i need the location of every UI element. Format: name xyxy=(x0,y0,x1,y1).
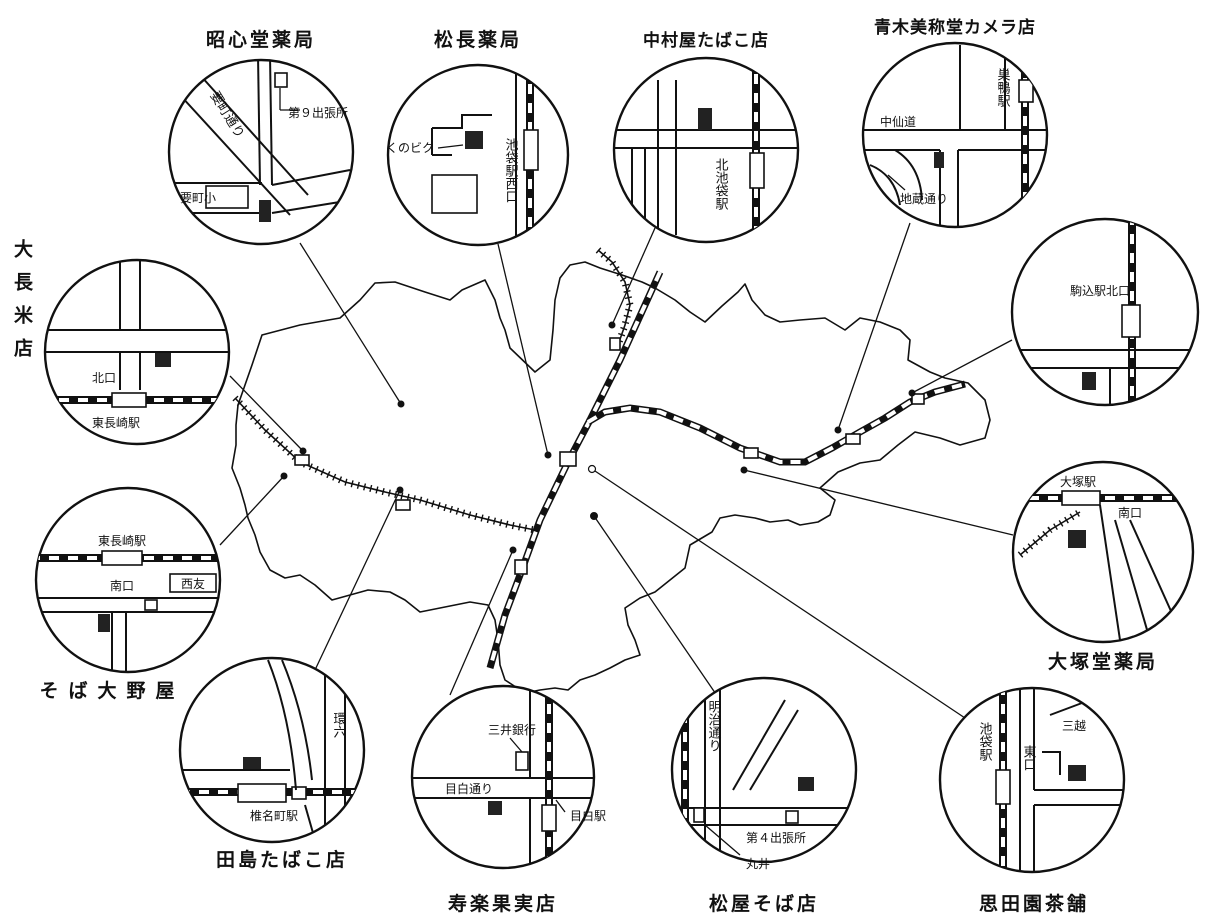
inset-shoshindo: 要町通り 第９出張所 要町小 xyxy=(167,58,355,246)
shop-marker xyxy=(465,131,483,149)
station-label: 目白駅 xyxy=(570,808,606,823)
inset-okubome: 北口 東長崎駅 xyxy=(43,258,231,446)
inset-aoki: 巣鴨駅 中仙道 地蔵通り xyxy=(861,41,1049,229)
exit-label: 南口 xyxy=(1118,505,1142,520)
station-label: 椎名町駅 xyxy=(250,808,298,823)
shop-title-vertical: 大長米店 xyxy=(11,238,33,371)
shop-marker xyxy=(1068,530,1086,548)
rail-private-west xyxy=(234,397,536,531)
shop-title: 大塚堂薬局 xyxy=(1048,650,1158,673)
station-marker xyxy=(559,451,577,467)
shop-title: 松屋そば店 xyxy=(709,892,819,915)
station-marker xyxy=(911,393,925,405)
shop-marker xyxy=(934,152,944,168)
station-label: 池袋駅西口 xyxy=(503,138,519,203)
shop-marker xyxy=(698,108,712,130)
inset-ondaen: 三越 池袋駅 東口 xyxy=(938,686,1126,874)
street-label: 明治通り xyxy=(706,700,722,752)
station-marker xyxy=(743,447,759,459)
station-marker xyxy=(294,454,310,466)
store-label: 丸井 xyxy=(746,857,770,871)
shop-marker xyxy=(155,353,171,367)
station-label: 駒込駅北口 xyxy=(1070,284,1130,298)
inset-komagome: 駒込駅北口 xyxy=(1010,217,1200,407)
office-label: 第４出張所 xyxy=(746,831,806,845)
exit-label: 南口 xyxy=(110,578,134,593)
rail-east-dash xyxy=(586,382,966,464)
bank-label: 三井銀行 xyxy=(488,723,536,737)
road-label: 中仙道 xyxy=(880,114,916,129)
station-marker xyxy=(395,499,411,511)
inset-jurakuka: 三井銀行 目白通り 目白駅 xyxy=(410,684,606,870)
shop-marker xyxy=(1068,765,1086,781)
shop-title: 田島たばこ店 xyxy=(216,848,348,871)
shop-title: 寿楽果実店 xyxy=(448,892,558,915)
svg-text:大長米店: 大長米店 xyxy=(11,238,33,371)
station-marker xyxy=(845,433,861,445)
station-label: 東長崎駅 xyxy=(92,416,140,430)
leader-lines xyxy=(219,222,1014,719)
shop-title: 松長薬局 xyxy=(434,28,522,51)
rail-private-west-ties xyxy=(232,395,536,534)
inset-matsuyasoba: 明治通り 第４出張所 丸井 xyxy=(670,676,858,871)
station-marker xyxy=(514,559,528,575)
shop-marker xyxy=(1082,372,1096,390)
road-label: 環六 xyxy=(331,712,347,738)
station-marker xyxy=(609,337,621,351)
store-label: 三越 xyxy=(1062,719,1086,733)
ward-boundary xyxy=(231,261,991,694)
shop-title: そば大野屋 xyxy=(39,679,184,702)
location-dots xyxy=(280,321,916,554)
inset-otsukado: 大塚駅 南口 xyxy=(1011,460,1195,644)
shop-title: 中村屋たばこ店 xyxy=(643,30,769,51)
railway-network xyxy=(232,247,966,669)
school-label: 要町小 xyxy=(180,191,216,205)
shop-title: 昭心堂薬局 xyxy=(206,28,316,51)
rail-main-base xyxy=(486,270,664,669)
shop-marker xyxy=(243,757,261,769)
shop-marker xyxy=(488,801,502,815)
store-label: 西友 xyxy=(181,577,205,591)
inset-nakamuraya: 北池袋駅 xyxy=(612,56,800,244)
inset-matsunaga: くのビク 池袋駅西口 xyxy=(386,63,570,247)
rail-main-dash xyxy=(488,271,662,669)
exit-label: 東口 xyxy=(1021,744,1037,771)
shop-title: 思田園茶舗 xyxy=(979,892,1089,915)
shop-title: 青木美称堂カメラ店 xyxy=(874,17,1036,38)
exit-label: 北口 xyxy=(92,371,116,385)
station-label: 大塚駅 xyxy=(1060,475,1096,489)
rail-private-north xyxy=(597,249,631,346)
shop-marker xyxy=(98,614,110,632)
rail-east-base xyxy=(586,380,966,466)
station-label: 巣鴨駅 xyxy=(995,68,1011,108)
street-label: 地蔵通り xyxy=(900,192,948,206)
inset-tajima: 環六 椎名町駅 xyxy=(178,656,366,844)
office-label: 第９出張所 xyxy=(288,106,348,120)
station-label: 北池袋駅 xyxy=(713,158,729,211)
station-label: 東長崎駅 xyxy=(98,534,146,548)
rail-private-north-ties xyxy=(595,247,634,347)
station-label: 池袋駅 xyxy=(977,722,993,762)
building-label: くのビク xyxy=(386,141,434,155)
shop-marker xyxy=(259,200,271,222)
shop-marker xyxy=(798,777,814,791)
inset-sobaonoya: 東長崎駅 南口 西友 xyxy=(34,486,222,674)
street-label: 目白通り xyxy=(445,781,493,796)
